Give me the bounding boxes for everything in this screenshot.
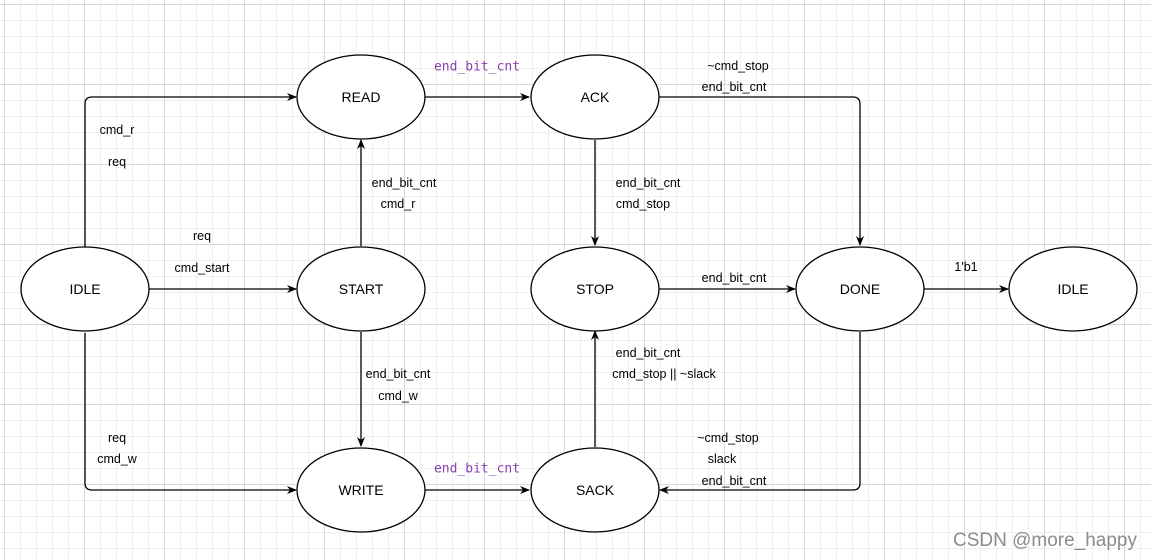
label-idle-to-read-1: cmd_r	[100, 123, 135, 137]
label-idle-to-write-1: req	[108, 431, 126, 445]
label-idle-to-read-2: req	[108, 155, 126, 169]
label-done-to-sack-3: end_bit_cnt	[702, 474, 767, 488]
label-idle-to-write-2: cmd_w	[97, 452, 138, 466]
state-label-start: START	[339, 281, 384, 297]
state-write	[296, 447, 426, 533]
label-write-to-sack: end_bit_cnt	[434, 462, 520, 477]
state-label-write: WRITE	[338, 482, 383, 498]
edge-idle-to-read	[84, 93, 297, 247]
state-label-stop: STOP	[576, 281, 614, 297]
label-read-to-ack: end_bit_cnt	[434, 60, 520, 75]
watermark: CSDN @more_happy	[952, 530, 1137, 551]
state-read	[296, 54, 426, 140]
state-done	[795, 246, 925, 332]
label-start-to-write-1: end_bit_cnt	[366, 367, 431, 381]
state-label-done: DONE	[840, 281, 880, 297]
label-idle-to-start-1: req	[193, 229, 211, 243]
label-done-to-sack-1: ~cmd_stop	[697, 431, 759, 445]
label-idle-to-start-2: cmd_start	[175, 261, 230, 275]
state-sack	[530, 447, 660, 533]
edge-ack-to-done	[658, 96, 864, 246]
label-stop-to-done: end_bit_cnt	[702, 271, 767, 285]
edge-done-to-sack	[659, 332, 861, 494]
label-ack-to-done-1: ~cmd_stop	[707, 59, 769, 73]
label-sack-to-stop-2: cmd_stop || ~slack	[612, 367, 716, 381]
state-start	[296, 246, 426, 332]
state-ack	[530, 54, 660, 140]
label-ack-to-stop-1: end_bit_cnt	[616, 176, 681, 190]
state-label-sack: SACK	[576, 482, 615, 498]
label-sack-to-stop-1: end_bit_cnt	[616, 346, 681, 360]
label-start-to-write-2: cmd_w	[378, 389, 419, 403]
label-done-to-sack-2: slack	[708, 452, 737, 466]
label-ack-to-stop-2: cmd_stop	[616, 197, 670, 211]
edge-idle-to-write	[84, 333, 297, 494]
state-label-idle-right: IDLE	[1057, 281, 1088, 297]
state-idle-left	[20, 246, 150, 332]
label-start-to-read-2: cmd_r	[381, 197, 416, 211]
state-stop	[530, 246, 660, 332]
label-start-to-read-1: end_bit_cnt	[372, 176, 437, 190]
state-label-read: READ	[342, 89, 381, 105]
state-idle-right	[1008, 246, 1138, 332]
label-ack-to-done-2: end_bit_cnt	[702, 80, 767, 94]
state-label-ack: ACK	[581, 89, 610, 105]
state-label-idle-left: IDLE	[69, 281, 100, 297]
label-done-to-idle: 1'b1	[954, 260, 977, 274]
